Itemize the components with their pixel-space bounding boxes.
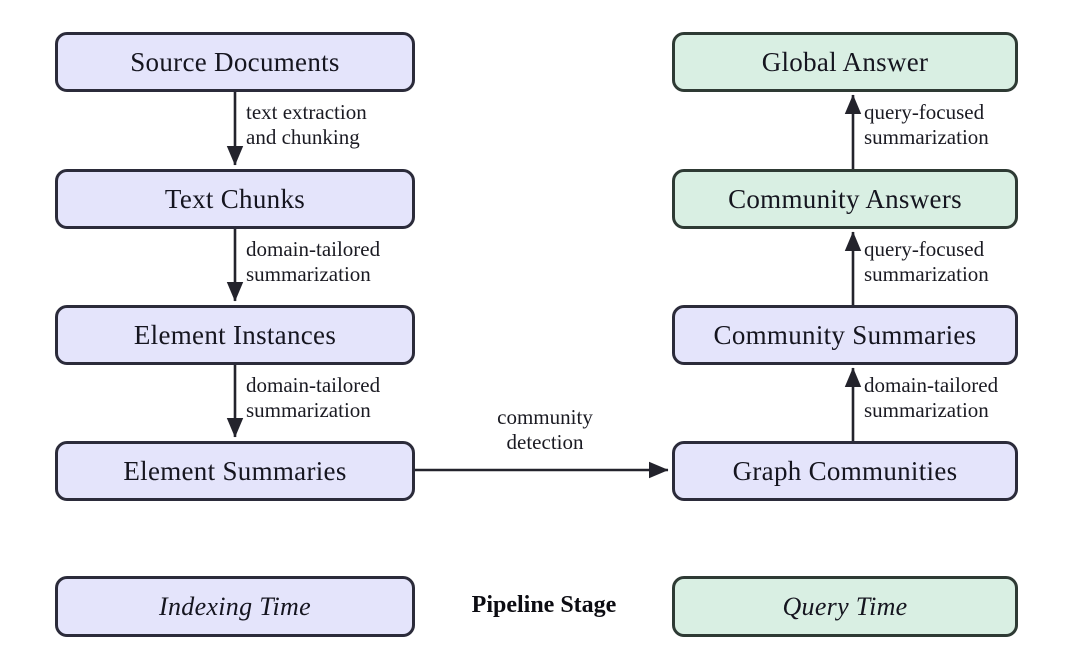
edge-label-line-1: query-focused: [864, 237, 985, 261]
node-label: Element Instances: [133, 319, 337, 350]
legend-pipeline-stage: Pipeline Stage: [430, 592, 658, 619]
edge-label-line-1: domain-tailored: [246, 373, 381, 397]
edge-label-line-2: summarization: [246, 262, 371, 286]
legend-label: Query Time: [782, 591, 908, 621]
node-graph-communities[interactable]: Graph Communities: [672, 441, 1018, 501]
node-global-answer[interactable]: Global Answer: [672, 32, 1018, 92]
edge-label-domain-tailored-summarization-2: domain-tailored summarization: [246, 373, 380, 423]
legend-label: Pipeline Stage: [471, 592, 617, 618]
edge-label-line-1: domain-tailored: [246, 237, 381, 261]
edge-label-query-focused-summarization-1: query-focused summarization: [864, 100, 989, 150]
edge-label-domain-tailored-summarization-3: domain-tailored summarization: [864, 373, 998, 423]
node-community-summaries[interactable]: Community Summaries: [672, 305, 1018, 365]
node-label: Global Answer: [761, 46, 929, 77]
edge-label-text-extraction-and-chunking: text extraction and chunking: [246, 100, 367, 150]
edge-label-line-2: and chunking: [246, 125, 360, 149]
legend-indexing-time[interactable]: Indexing Time: [55, 576, 415, 637]
edge-label-line-1: community: [497, 405, 593, 429]
node-label: Community Answers: [728, 183, 962, 214]
node-source-documents[interactable]: Source Documents: [55, 32, 415, 92]
edge-label-line-2: summarization: [864, 125, 989, 149]
edge-label-line-1: text extraction: [246, 100, 367, 124]
node-label: Text Chunks: [164, 183, 306, 214]
node-label: Source Documents: [130, 46, 340, 77]
node-element-instances[interactable]: Element Instances: [55, 305, 415, 365]
node-label: Graph Communities: [732, 455, 958, 486]
node-element-summaries[interactable]: Element Summaries: [55, 441, 415, 501]
edge-label-line-1: domain-tailored: [864, 373, 999, 397]
edge-label-query-focused-summarization-2: query-focused summarization: [864, 237, 989, 287]
edge-label-line-2: detection: [506, 430, 584, 454]
node-community-answers[interactable]: Community Answers: [672, 169, 1018, 229]
edge-label-line-2: summarization: [246, 398, 371, 422]
legend-query-time[interactable]: Query Time: [672, 576, 1018, 637]
edge-label-line-2: summarization: [864, 398, 989, 422]
edge-label-line-2: summarization: [864, 262, 989, 286]
edge-label-domain-tailored-summarization-1: domain-tailored summarization: [246, 237, 380, 287]
edge-label-line-1: query-focused: [864, 100, 985, 124]
node-label: Community Summaries: [713, 319, 977, 350]
node-text-chunks[interactable]: Text Chunks: [55, 169, 415, 229]
legend-label: Indexing Time: [159, 591, 311, 621]
node-label: Element Summaries: [123, 455, 347, 486]
edge-label-community-detection: community detection: [465, 405, 625, 455]
